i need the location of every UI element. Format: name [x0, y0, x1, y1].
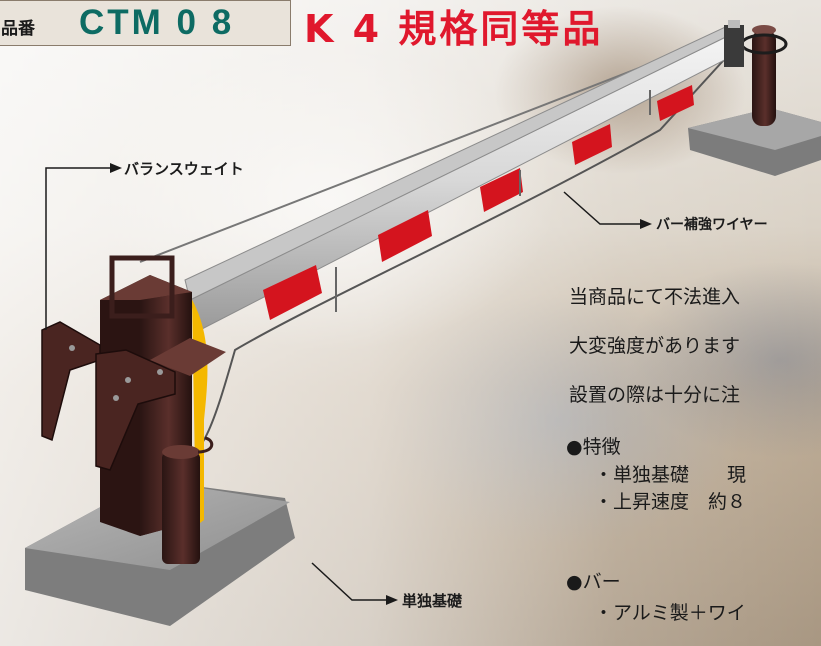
boom-bar [184, 20, 745, 331]
bar-item: ・アルミ製＋ワイ [594, 602, 746, 624]
callout-wire: バー補強ワイヤー [656, 217, 768, 233]
feature-item-1: ・単独基礎 現 [594, 464, 747, 486]
rest-post [162, 436, 214, 564]
features-heading: ●特徴 [566, 436, 621, 458]
callout-lines [45, 163, 652, 605]
standard-title: K 4 規格同等品 [304, 7, 604, 51]
header-box: 品番 CTM 0 8 [0, 0, 291, 46]
callout-balance-weight: バランスウェイト [124, 160, 244, 178]
description-line-1: 当商品にて不法進入 [569, 286, 741, 308]
description-line-2: 大変強度があります [569, 335, 741, 357]
callout-foundation: 単独基礎 [402, 592, 463, 610]
model-number: CTM 0 8 [79, 3, 235, 42]
description-line-3: 設置の際は十分に注 [569, 384, 741, 406]
bar-heading: ●バー [566, 571, 621, 593]
feature-item-2: ・上昇速度 約８ [594, 491, 747, 513]
product-number-label: 品番 [1, 19, 35, 39]
counterweights [41, 321, 226, 471]
far-support-stand [688, 25, 821, 176]
